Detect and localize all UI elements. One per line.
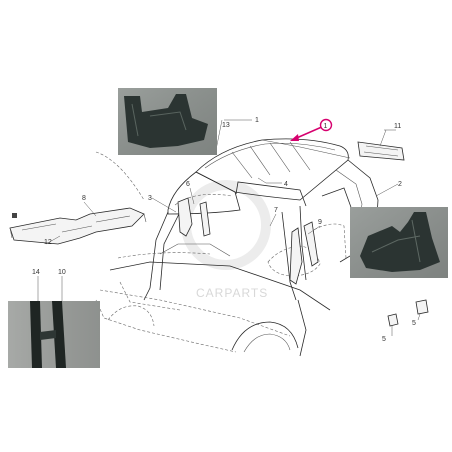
quarter-panel-photo-icon xyxy=(360,212,440,272)
callout-7: 7 xyxy=(274,207,278,214)
callout-6: 6 xyxy=(186,181,190,188)
clip-icon-b xyxy=(415,299,429,315)
clip-icon-a xyxy=(387,313,399,327)
watermark-text: CARPARTS xyxy=(196,286,268,300)
callout-12: 12 xyxy=(44,239,52,246)
part-console-tray xyxy=(9,207,147,245)
watermark: CARPARTS xyxy=(181,180,271,300)
callout-9: 9 xyxy=(318,219,322,226)
callout-10: 10 xyxy=(58,269,66,276)
callout-5b: 5 xyxy=(412,320,416,327)
circled-callout-marker-icon xyxy=(319,118,333,132)
part-b-pillar-trim xyxy=(289,221,319,285)
car-body-outline xyxy=(95,138,379,357)
photo-inset-top xyxy=(118,88,217,155)
part-clips xyxy=(387,299,429,327)
callout-8: 8 xyxy=(82,195,86,202)
callout-11: 11 xyxy=(394,123,401,130)
photo-inset-bottom xyxy=(8,301,100,368)
callout-5a: 5 xyxy=(382,336,386,343)
callout-13: 13 xyxy=(222,122,230,129)
callout-marker-label: 1 xyxy=(324,123,328,130)
callout-labels: 1 2 3 4 5 5 6 7 8 9 10 11 12 13 14 xyxy=(32,117,416,343)
callout-4: 4 xyxy=(284,181,288,188)
part-roof-strip xyxy=(357,141,405,161)
callout-1: 1 xyxy=(255,117,259,124)
clip-icon xyxy=(12,213,17,218)
inner-pillar-photo-icon xyxy=(124,94,208,148)
callout-3: 3 xyxy=(148,195,152,202)
part-inner-pillar xyxy=(177,197,211,237)
seal-strip-photo-icon-a xyxy=(30,301,42,368)
callout-14: 14 xyxy=(32,269,40,276)
photo-inset-right xyxy=(350,207,448,278)
highlight-marker: 1 xyxy=(290,118,333,141)
callout-2: 2 xyxy=(398,181,402,188)
seal-strip-photo-icon-b xyxy=(52,301,66,368)
